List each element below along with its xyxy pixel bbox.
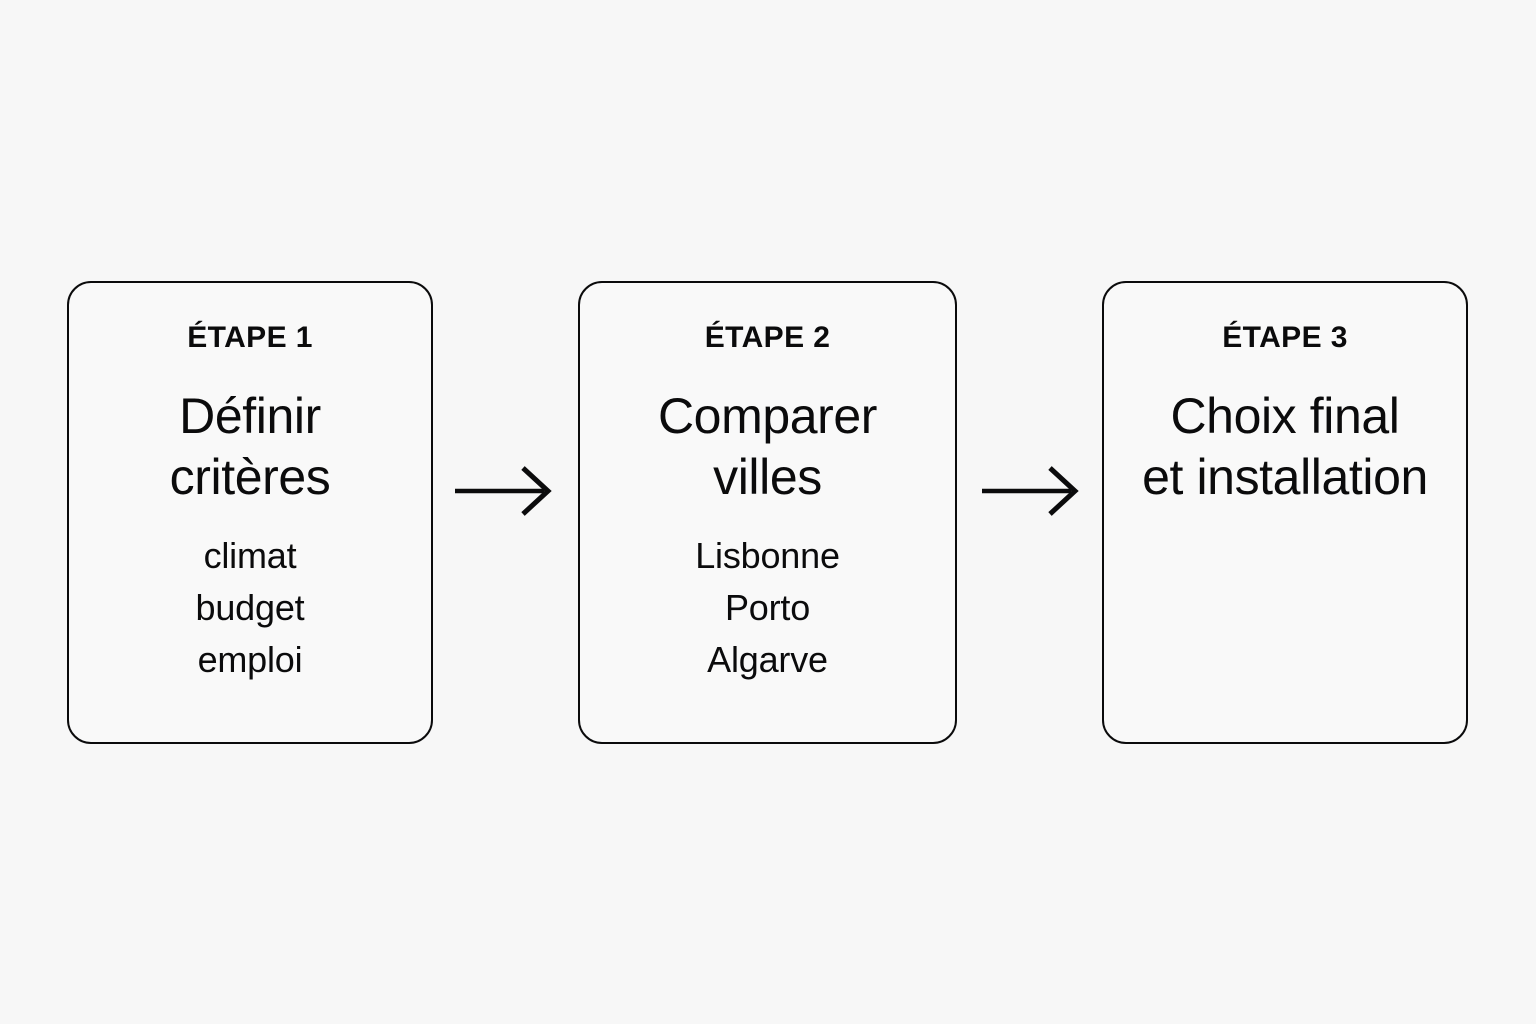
step-1-eyebrow: ÉTAPE 1 xyxy=(187,321,313,354)
step-2-headline: Comparer villes xyxy=(658,386,877,508)
step-2-detail-list: Lisbonne Porto Algarve xyxy=(695,530,840,686)
arrow-right-icon xyxy=(982,466,1079,516)
step-1-headline-line-2: critères xyxy=(169,448,331,505)
step-2-detail-item-2: Porto xyxy=(724,586,811,628)
step-1-detail-item-1: climat xyxy=(203,534,297,576)
step-1-headline-line-1: Définir xyxy=(179,387,321,444)
step-3-headline: Choix final et installation xyxy=(1142,386,1428,508)
step-1-detail-item-3: emploi xyxy=(197,638,303,680)
step-2-detail-item-3: Algarve xyxy=(707,638,828,680)
connector-arrow-2 xyxy=(979,460,1081,522)
step-1-detail-list: climat budget emploi xyxy=(196,530,305,686)
step-card-2[interactable]: ÉTAPE 2 Comparer villes Lisbonne Porto A… xyxy=(578,281,957,744)
step-2-eyebrow: ÉTAPE 2 xyxy=(704,321,831,354)
step-2-headline-line-1: Comparer xyxy=(657,387,878,444)
step-2-headline-line-2: villes xyxy=(713,448,822,505)
step-3-eyebrow: ÉTAPE 3 xyxy=(1222,321,1348,354)
step-2-detail-item-1: Lisbonne xyxy=(695,534,840,576)
step-card-1[interactable]: ÉTAPE 1 Définir critères climat budget e… xyxy=(67,281,433,744)
step-card-3[interactable]: ÉTAPE 3 Choix final et installation xyxy=(1102,281,1468,744)
step-1-headline: Définir critères xyxy=(170,386,331,508)
step-3-headline-line-1: Choix final xyxy=(1170,387,1400,444)
connector-arrow-1 xyxy=(452,460,554,522)
step-3-headline-line-2: et installation xyxy=(1142,448,1428,505)
step-1-detail-item-2: budget xyxy=(195,586,305,628)
arrow-right-icon xyxy=(455,466,552,516)
